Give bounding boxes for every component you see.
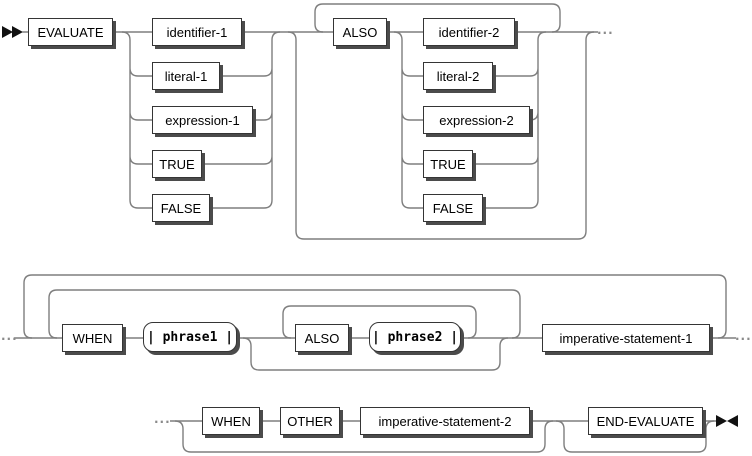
end-evaluate-bypass-line <box>555 420 715 453</box>
end-arrow-icon <box>727 415 738 427</box>
also2-bypass-line <box>242 337 509 371</box>
node-when-1: WHEN <box>62 324 123 352</box>
node-when-2: WHEN <box>202 407 260 435</box>
node-phrase-2: | phrase2 | <box>369 322 461 352</box>
node-expression-2: expression-2 <box>423 106 530 134</box>
end-arrow-icon <box>716 415 727 427</box>
node-expression-1: expression-1 <box>152 106 253 134</box>
node-identifier-1: identifier-1 <box>152 18 242 46</box>
continuation-ellipsis: ... <box>735 329 752 343</box>
choice2-split-line <box>393 31 423 209</box>
when-other-bypass-line <box>174 420 554 453</box>
node-true-2: TRUE <box>423 150 473 178</box>
also-group-bypass-line <box>287 31 595 240</box>
node-phrase-1: | phrase1 | <box>143 322 237 352</box>
node-evaluate: EVALUATE <box>28 18 113 46</box>
continuation-ellipsis: ... <box>597 23 614 37</box>
node-other: OTHER <box>280 407 340 435</box>
node-true-1: TRUE <box>152 150 202 178</box>
node-false-1: FALSE <box>152 194 210 222</box>
choice1-merge-line <box>202 31 281 209</box>
choice2-merge-line <box>473 31 547 209</box>
choice1-split-line <box>121 31 152 209</box>
node-literal-2: literal-2 <box>423 62 493 90</box>
start-arrow-icon <box>2 26 13 38</box>
when-outer-loop-line <box>23 274 727 339</box>
node-literal-1: literal-1 <box>152 62 220 90</box>
node-imperative-statement-2: imperative-statement-2 <box>360 407 530 435</box>
continuation-ellipsis: ... <box>154 412 171 426</box>
when-inner-loop-line <box>48 289 521 339</box>
node-imperative-statement-1: imperative-statement-1 <box>542 324 710 352</box>
continuation-ellipsis: ... <box>1 329 18 343</box>
node-identifier-2: identifier-2 <box>423 18 515 46</box>
node-also-2: ALSO <box>295 324 349 352</box>
also-repeat-loop-line <box>314 3 561 33</box>
node-end-evaluate: END-EVALUATE <box>588 407 703 435</box>
node-also-1: ALSO <box>333 18 387 46</box>
also2-repeat-loop-line <box>282 305 477 339</box>
node-false-2: FALSE <box>423 194 483 222</box>
start-arrow-icon <box>12 26 23 38</box>
